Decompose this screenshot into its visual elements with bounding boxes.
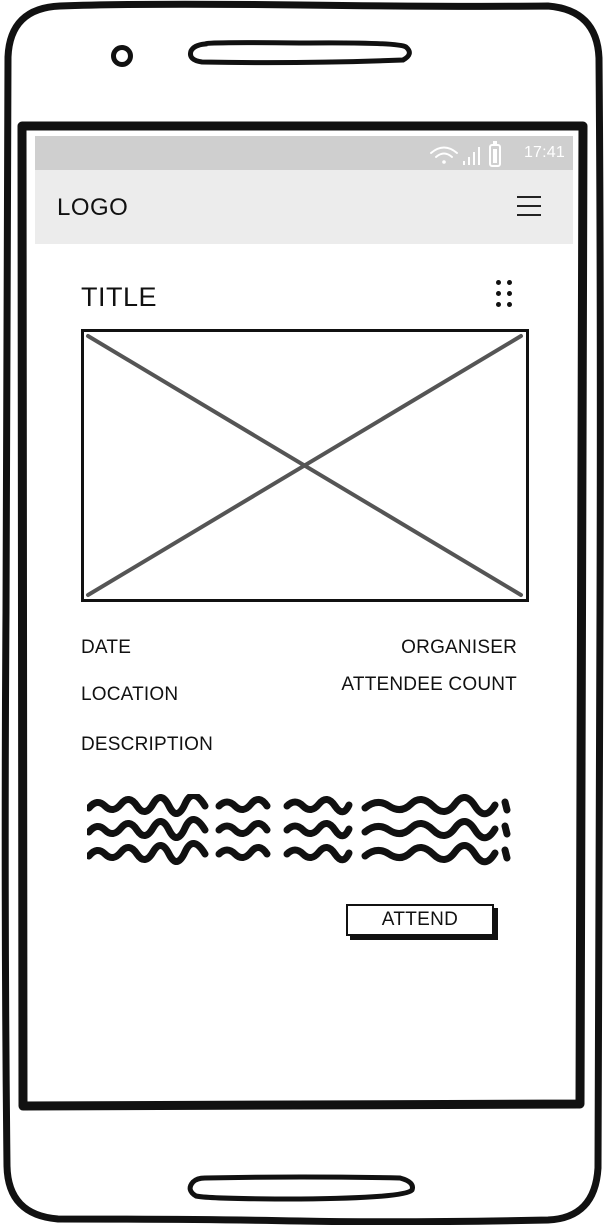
home-button (187, 1174, 415, 1202)
attendee-count-label: ATTENDEE COUNT (341, 674, 517, 695)
status-bar: 17:41 (35, 136, 573, 170)
hamburger-menu-icon[interactable] (515, 192, 545, 220)
camera-icon (111, 45, 133, 67)
image-placeholder (81, 329, 529, 602)
description-label: DESCRIPTION (81, 734, 214, 755)
status-icons (430, 141, 501, 167)
speaker-slot (188, 40, 412, 66)
app-header: LOGO (35, 170, 573, 244)
wifi-icon (430, 146, 458, 164)
event-title: TITLE (81, 282, 158, 312)
logo[interactable]: LOGO (57, 194, 129, 221)
status-time: 17:41 (523, 144, 565, 161)
more-options-icon[interactable] (493, 276, 517, 312)
signal-icon (463, 147, 480, 165)
date-label: DATE (81, 637, 132, 658)
attend-button-wrapper: ATTEND (346, 904, 500, 944)
organiser-label[interactable]: ORGANISER (401, 637, 517, 658)
battery-icon (489, 141, 501, 167)
attend-button[interactable]: ATTEND (346, 904, 494, 936)
description-text-scribble (87, 794, 511, 866)
app-screen: 17:41 LOGO TITLE DATE ORGANISER LOCATION… (35, 136, 573, 1094)
location-label: LOCATION (81, 684, 179, 705)
